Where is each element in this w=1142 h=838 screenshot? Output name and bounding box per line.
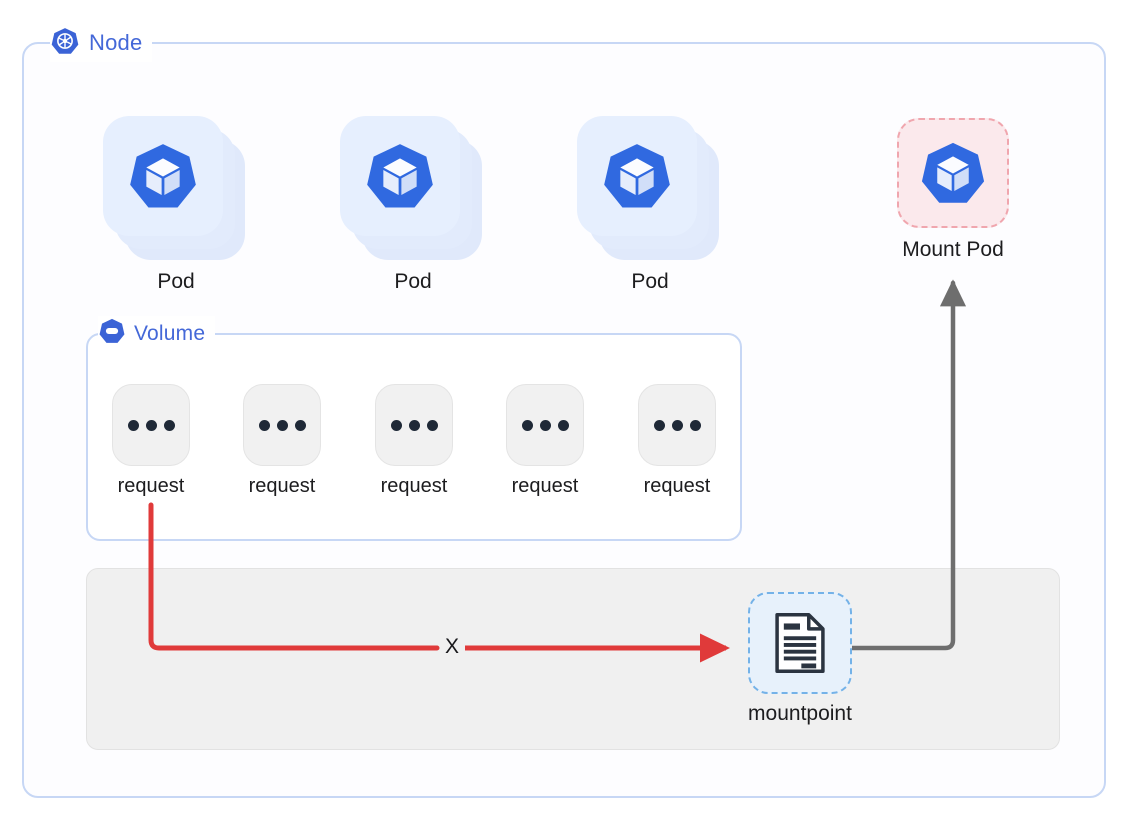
kubernetes-pod-icon [600, 139, 674, 213]
node-legend: Node [50, 24, 153, 62]
ellipsis-icon [689, 419, 701, 431]
request-label: request [643, 475, 711, 497]
pod-group-2[interactable]: Pod [338, 114, 488, 293]
request-label: request [117, 475, 185, 497]
ellipsis-icon [426, 419, 438, 431]
request-box [375, 384, 453, 466]
ellipsis-icon [127, 419, 139, 431]
pod-stack [575, 114, 725, 264]
volume-icon [98, 317, 126, 350]
pod-group-1[interactable]: Pod [101, 114, 251, 293]
volume-legend: Volume [98, 316, 216, 350]
volume-label: Volume [134, 321, 206, 345]
request-label: request [380, 475, 448, 497]
mount-pod-label: Mount Pod [902, 238, 1004, 261]
pod-stack [338, 114, 488, 264]
request-item-5[interactable]: request [634, 384, 720, 497]
pod-stack-layer-front [103, 116, 223, 236]
kubernetes-node-icon [50, 26, 80, 61]
node-label: Node [89, 30, 143, 55]
ellipsis-icon [653, 419, 665, 431]
edge-label-x: X [440, 634, 464, 660]
request-box [638, 384, 716, 466]
pod-stack [101, 114, 251, 264]
ellipsis-icon [276, 419, 288, 431]
request-label: request [248, 475, 316, 497]
kubernetes-pod-icon [126, 139, 200, 213]
request-item-2[interactable]: request [239, 384, 325, 497]
mountpoint-group[interactable]: mountpoint [730, 592, 870, 726]
ellipsis-icon [539, 419, 551, 431]
pod-stack-layer-front [340, 116, 460, 236]
request-item-1[interactable]: request [108, 384, 194, 497]
mount-pod-group[interactable]: Mount Pod [878, 118, 1028, 262]
request-item-4[interactable]: request [502, 384, 588, 497]
pod-stack-layer-front [577, 116, 697, 236]
request-box [506, 384, 584, 466]
mountpoint-label: mountpoint [748, 702, 852, 725]
kubernetes-pod-icon [918, 138, 988, 208]
ellipsis-icon [163, 419, 175, 431]
pod-label: Pod [394, 270, 432, 293]
mountpoint-box [748, 592, 852, 694]
pod-group-3[interactable]: Pod [575, 114, 725, 293]
kubernetes-pod-icon [363, 139, 437, 213]
pod-label: Pod [631, 270, 669, 293]
ellipsis-icon [521, 419, 533, 431]
mount-pod-box [897, 118, 1009, 228]
ellipsis-icon [671, 419, 683, 431]
pod-label: Pod [157, 270, 195, 293]
document-icon [773, 612, 827, 674]
request-box [112, 384, 190, 466]
ellipsis-icon [145, 419, 157, 431]
request-box [243, 384, 321, 466]
ellipsis-icon [390, 419, 402, 431]
ellipsis-icon [258, 419, 270, 431]
request-item-3[interactable]: request [371, 384, 457, 497]
ellipsis-icon [408, 419, 420, 431]
ellipsis-icon [294, 419, 306, 431]
ellipsis-icon [557, 419, 569, 431]
request-label: request [511, 475, 579, 497]
host-panel [86, 568, 1060, 750]
